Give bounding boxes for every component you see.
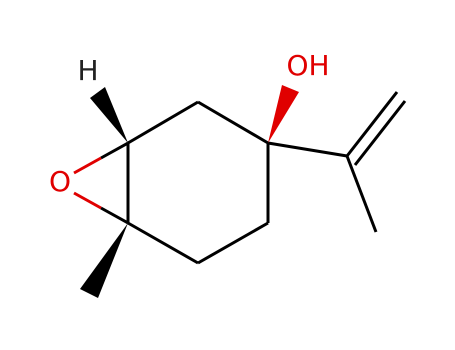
hydrogen-label: H	[77, 54, 98, 87]
wedge-bond-c3-hydroxyl	[268, 85, 299, 143]
bond-c1-c2	[127, 100, 199, 145]
bond-isopropenyl-methyl	[345, 155, 378, 233]
bond-c6-epoxide-oxygen-half	[73, 191, 102, 210]
bond-c1-epoxide-oxygen-half	[73, 156, 102, 175]
bond-c6-epoxide-carbon-half	[100, 206, 129, 225]
bond-isopropenyl-double-inner	[353, 100, 407, 166]
wedge-bond-c6-methyl	[80, 223, 128, 298]
hydroxyl-label: OH	[286, 49, 329, 82]
bond-c2-c3	[197, 100, 269, 145]
bond-c3-isopropenyl	[267, 141, 348, 158]
bond-c4-c5	[197, 221, 269, 265]
bond-c5-c6	[127, 221, 199, 265]
epoxide-oxygen-label: O	[49, 165, 71, 198]
bond-isopropenyl-double-outer	[345, 91, 399, 157]
bond-c1-epoxide-carbon-half	[100, 141, 129, 160]
wedge-bond-c1-hydrogen	[90, 87, 128, 143]
